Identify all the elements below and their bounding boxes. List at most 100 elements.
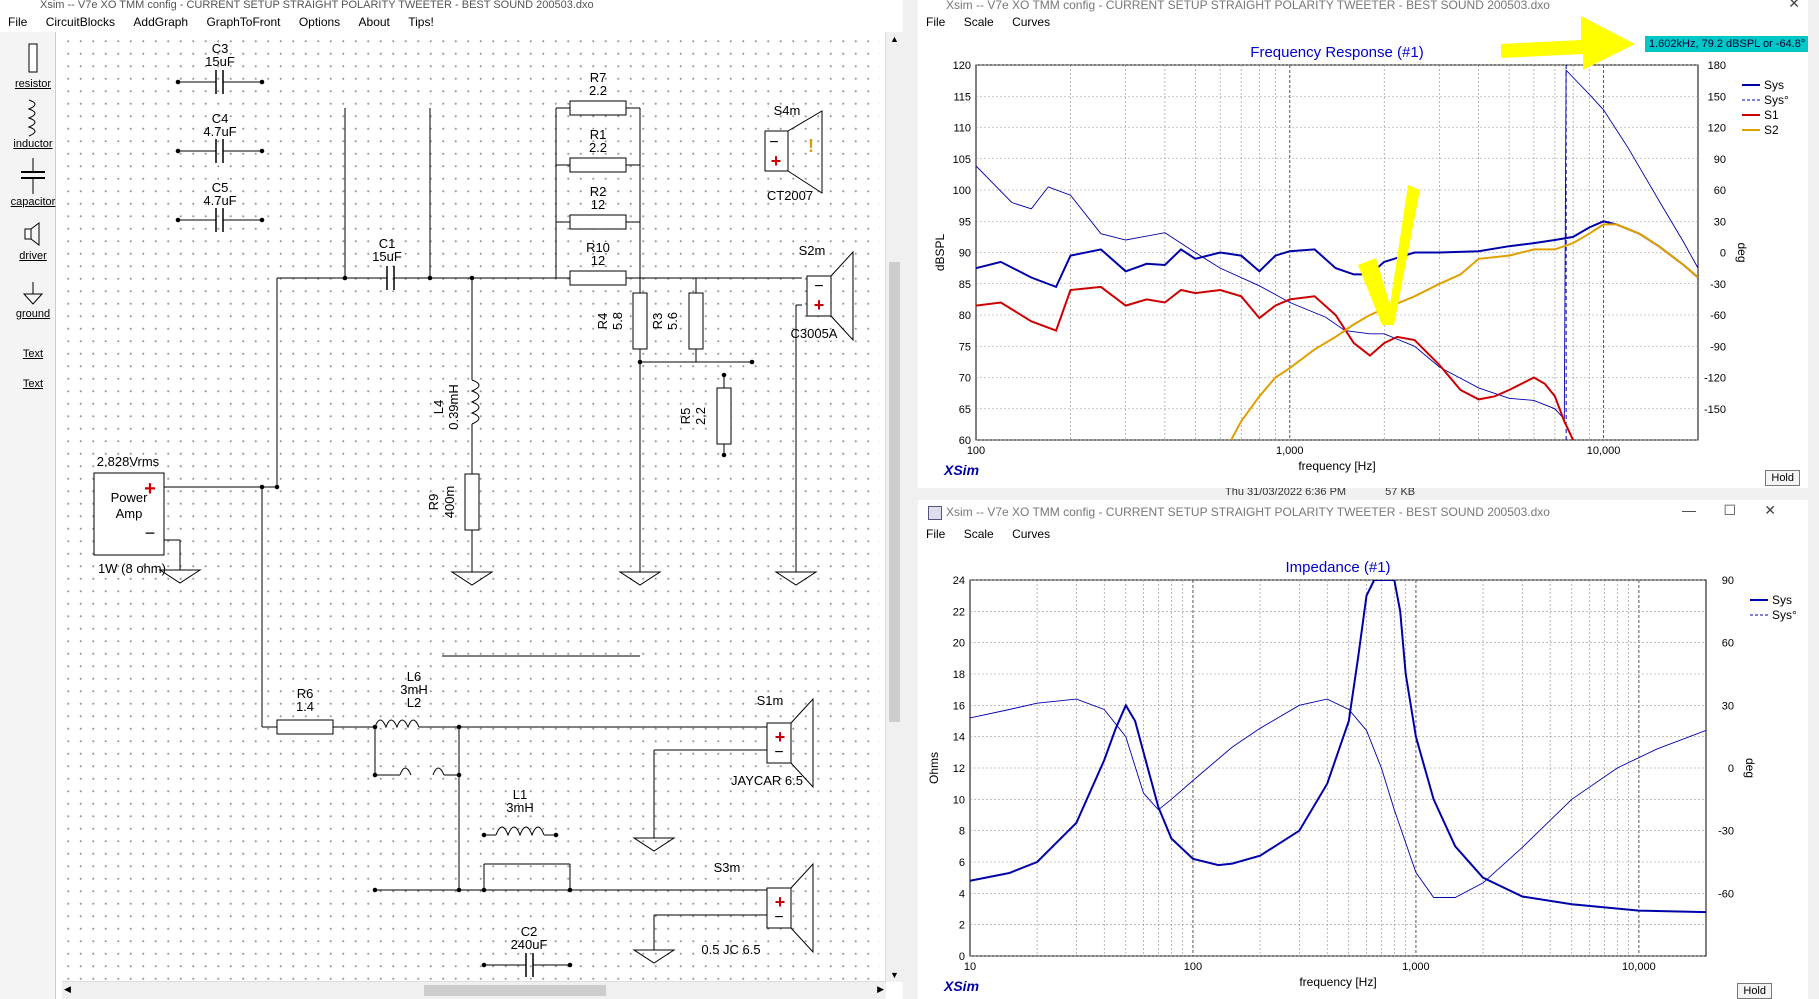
inductor-l2[interactable]: L2 — [399, 695, 445, 776]
palette-text-1[interactable]: Text — [22, 348, 44, 360]
y-tick-label: 10 — [953, 794, 965, 806]
driver-s4m[interactable]: − + ! S4m CT2007 — [764, 103, 823, 203]
y-tick-label: 60 — [959, 435, 971, 447]
y-tick-label: 6 — [959, 857, 965, 869]
driver-s3m[interactable]: + − S3m 0.5 JC 6.5 — [701, 860, 814, 957]
resistor-r3[interactable]: R3 5.6 — [650, 292, 704, 350]
y-tick-label: 8 — [959, 826, 965, 838]
y-tick-label: 14 — [953, 732, 965, 744]
freq-hold-button[interactable]: Hold — [1765, 470, 1800, 486]
capacitor-c4[interactable]: C4 4.7uF — [175, 111, 265, 163]
menu-about[interactable]: About — [358, 15, 390, 29]
y2-tick-label: 90 — [1722, 575, 1734, 587]
y2-tick-label: 0 — [1728, 763, 1734, 775]
frequency-response-chart[interactable]: 6065707580859095100105110115120-150-120-… — [918, 40, 1808, 488]
series-line-1 — [976, 69, 1698, 421]
y-tick-label: 22 — [953, 606, 965, 618]
menu-file[interactable]: File — [8, 15, 28, 29]
y-tick-label: 80 — [959, 310, 971, 322]
menu-tips[interactable]: Tips! — [408, 15, 434, 29]
x-tick-label: 10,000 — [1587, 445, 1621, 457]
schematic-titlebar[interactable]: Xsim -- V7e XO TMM config - CURRENT SETU… — [0, 0, 903, 12]
y-tick-label: 75 — [959, 341, 971, 353]
series-line-0 — [976, 220, 1698, 289]
minimize-icon[interactable]: — — [1682, 502, 1696, 518]
schematic-vertical-scrollbar[interactable]: ▲ ▼ — [885, 32, 903, 982]
menu-options[interactable]: Options — [298, 15, 341, 29]
resistor-r5[interactable]: R5 2.2 — [678, 372, 732, 458]
maximize-icon[interactable]: ☐ — [1723, 502, 1736, 518]
palette-text-2[interactable]: Text — [22, 378, 44, 390]
value-c4: 4.7uF — [203, 124, 236, 139]
menu-circuitblocks[interactable]: CircuitBlocks — [45, 15, 116, 29]
resistor-r10[interactable]: R10 12 — [569, 240, 627, 286]
inductor-l1[interactable]: L1 3mH — [481, 787, 559, 838]
scroll-up-arrow-icon[interactable]: ▲ — [890, 34, 899, 44]
palette-resistor[interactable]: resistor — [0, 42, 66, 90]
label-r3: R3 — [650, 313, 665, 330]
palette-driver[interactable]: driver — [0, 220, 66, 262]
ground-symbol — [158, 569, 202, 584]
inductor-l4[interactable]: L4 0.39mH — [431, 379, 480, 430]
freq-menu-curves[interactable]: Curves — [1012, 15, 1051, 29]
palette-ground[interactable]: ground — [0, 280, 66, 320]
imp-menu-scale[interactable]: Scale — [963, 527, 994, 541]
value-l6: 3mH — [400, 682, 427, 697]
schematic-horizontal-scrollbar[interactable]: ◀ ▶ — [62, 981, 886, 999]
value-c1: 15uF — [372, 249, 402, 264]
value-c3: 15uF — [205, 54, 235, 69]
capacitor-c2[interactable]: C2 240uF — [481, 924, 573, 977]
label-s2m: S2m — [799, 243, 826, 258]
close-icon[interactable]: ✕ — [1788, 0, 1800, 11]
scroll-down-arrow-icon[interactable]: ▼ — [890, 970, 899, 980]
label-c3: C3 — [212, 41, 229, 56]
y2-axis-label: deg — [1735, 242, 1749, 262]
palette-inductor[interactable]: inductor — [0, 98, 66, 150]
svg-text:+: + — [775, 892, 786, 912]
impedance-window: Xsim -- V7e XO TMM config - CURRENT SETU… — [918, 500, 1808, 999]
capacitor-c3[interactable]: C3 15uF — [175, 41, 265, 94]
legend-label: Sys° — [1764, 93, 1789, 107]
ground-symbol — [618, 571, 662, 586]
value-r10: 12 — [591, 253, 605, 268]
menu-addgraph[interactable]: AddGraph — [133, 15, 189, 29]
imp-menu-curves[interactable]: Curves — [1012, 527, 1051, 541]
driver-s2m[interactable]: − + S2m C3005A — [791, 243, 854, 342]
label-r10: R10 — [586, 240, 610, 255]
scrollbar-thumb[interactable] — [424, 985, 606, 996]
scrollbar-thumb[interactable] — [889, 262, 900, 722]
close-icon[interactable]: ✕ — [1764, 502, 1776, 518]
driver-s1m[interactable]: + − S1m JAYCAR 6.5 — [731, 693, 814, 789]
resistor-r6[interactable]: R6 1.4 — [276, 686, 334, 735]
schematic-drawing: C3 15uF C4 4.7uF C5 4.7uF C — [93, 41, 854, 977]
palette-capacitor[interactable]: capacitor — [0, 156, 66, 208]
value-c5: 4.7uF — [203, 193, 236, 208]
svg-text:L2: L2 — [407, 695, 421, 710]
resistor-r9[interactable]: R9 400m — [426, 473, 480, 531]
resistor-r2[interactable]: R2 12 — [556, 184, 640, 230]
schematic-window: Xsim -- V7e XO TMM config - CURRENT SETU… — [0, 0, 903, 999]
legend-label: S1 — [1764, 108, 1779, 122]
freq-brand-label: XSim — [944, 462, 980, 478]
capacitor-c1[interactable]: C1 15uF — [372, 236, 402, 290]
resistor-r1[interactable]: R1 2.2 — [556, 127, 640, 173]
resistor-r7[interactable]: R7 2.2 — [556, 70, 640, 116]
imp-hold-button[interactable]: Hold — [1737, 983, 1772, 999]
inductor-l6[interactable]: L6 3mH — [374, 669, 428, 729]
schematic-canvas[interactable]: C3 15uF C4 4.7uF C5 4.7uF C — [62, 35, 880, 987]
menu-graphtofront[interactable]: GraphToFront — [206, 15, 281, 29]
power-amp[interactable]: Power Amp + − 2.828Vrms 1W (8 ohm) — [93, 454, 166, 576]
imp-titlebar[interactable]: Xsim -- V7e XO TMM config - CURRENT SETU… — [946, 505, 1550, 519]
y2-tick-label: 180 — [1708, 60, 1726, 72]
value-r2: 12 — [591, 197, 605, 212]
imp-menu-file[interactable]: File — [926, 527, 946, 541]
freq-menu-file[interactable]: File — [926, 15, 946, 29]
freq-titlebar[interactable]: Xsim -- V7e XO TMM config - CURRENT SETU… — [946, 0, 1550, 12]
y2-tick-label: -90 — [1710, 341, 1726, 353]
resistor-r4[interactable]: R4 5.8 — [595, 292, 648, 350]
capacitor-c5[interactable]: C5 4.7uF — [175, 180, 265, 232]
scroll-left-arrow-icon[interactable]: ◀ — [64, 984, 71, 994]
scroll-right-arrow-icon[interactable]: ▶ — [877, 984, 884, 994]
freq-menu-scale[interactable]: Scale — [963, 15, 994, 29]
